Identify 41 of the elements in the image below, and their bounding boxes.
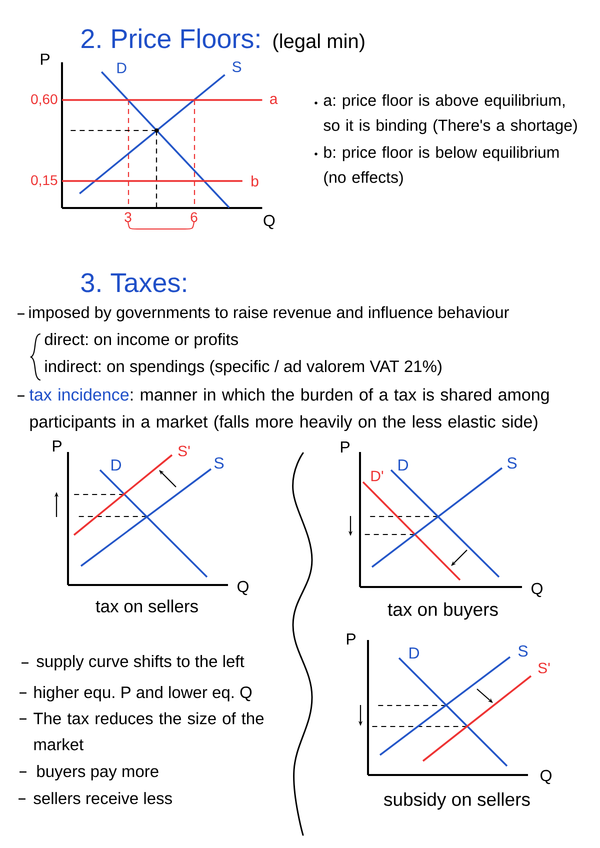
axis-label: Q bbox=[238, 580, 248, 596]
curve-label: S bbox=[214, 457, 224, 469]
note-text: tax incidence: manner in which the burden of a tax is shared among participants in a market (falls more heavily on the less elastic side) bbox=[29, 388, 549, 432]
note-text: direct: on income or profits bbox=[44, 333, 238, 348]
graph-caption: subsidy on sellers bbox=[384, 792, 530, 810]
curve-label: S bbox=[518, 645, 528, 657]
curve-label: a bbox=[270, 96, 278, 104]
axis-label: P bbox=[40, 54, 50, 65]
list-item: sellers receive less bbox=[34, 792, 172, 804]
tick-label: 0,60 bbox=[31, 94, 58, 106]
curve-label: b bbox=[252, 176, 258, 186]
note-text: imposed by governments to raise revenue and influence behaviour bbox=[29, 306, 509, 322]
curve-label: D bbox=[112, 460, 122, 470]
axis-label: P bbox=[52, 440, 62, 452]
heading-note: (legal min) bbox=[273, 34, 364, 52]
tick-label: 3 bbox=[124, 212, 132, 222]
curve-label: D' bbox=[371, 470, 384, 482]
tick-label: 6 bbox=[190, 212, 198, 222]
curve-label: D bbox=[117, 62, 126, 74]
section-heading: 3. Taxes: bbox=[81, 273, 186, 292]
axis-label: Q bbox=[532, 582, 542, 598]
note-text: b: price floor is below equilibrium (no effects) bbox=[324, 146, 559, 186]
note-text: a: price floor is above equilibrium, so it is binding (There's a shortage) bbox=[324, 94, 577, 134]
axis-label: P bbox=[346, 634, 356, 644]
curve-label: S' bbox=[178, 446, 190, 456]
list-item: higher equ. P and lower eq. Q bbox=[34, 686, 252, 702]
section-heading: 2. Price Floors: bbox=[82, 28, 260, 48]
list-item: supply curve shifts to the left bbox=[36, 655, 244, 670]
graph-caption: tax on buyers bbox=[388, 602, 498, 620]
note-text: indirect: on spendings (specific / ad valorem VAT 21%) bbox=[45, 360, 442, 376]
curve-label: S bbox=[507, 457, 517, 469]
graph-caption: tax on sellers bbox=[96, 600, 198, 612]
curve-label: D bbox=[398, 460, 408, 470]
curve-label: D bbox=[410, 648, 420, 658]
curve-label: S bbox=[232, 62, 242, 72]
axis-label: P bbox=[340, 442, 350, 452]
curve-label: S' bbox=[538, 662, 550, 674]
axis-label: Q bbox=[264, 214, 275, 230]
tick-label: 0,15 bbox=[31, 175, 58, 187]
list-item: buyers pay more bbox=[37, 765, 158, 780]
axis-label: Q bbox=[540, 770, 552, 784]
